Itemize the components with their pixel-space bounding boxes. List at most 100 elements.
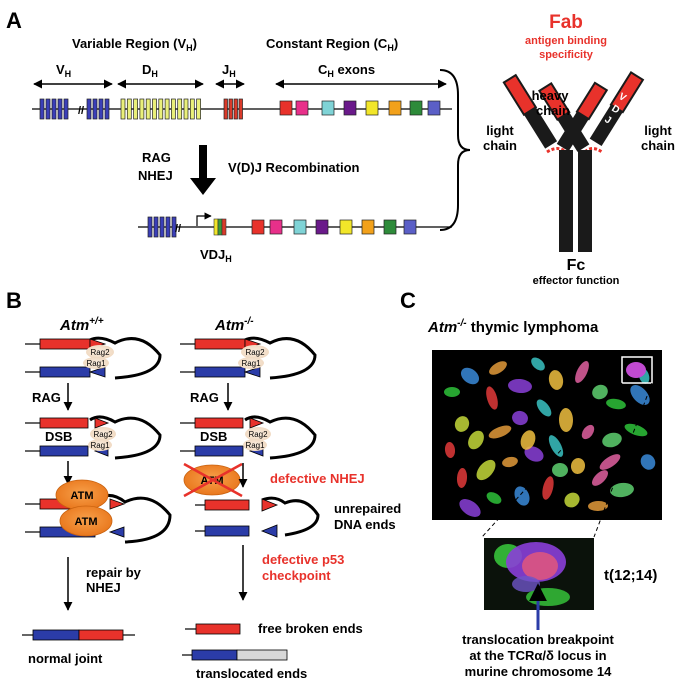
translocation-label: t(12;14) <box>604 567 657 584</box>
translocated-chromosome <box>626 362 646 378</box>
d-segment <box>183 98 189 120</box>
chromosome <box>640 454 656 470</box>
heavy-chain-label-1: heavy <box>532 88 570 103</box>
j-segment <box>223 98 228 120</box>
ch-exon <box>365 100 379 116</box>
ko-unrepaired <box>195 496 320 538</box>
chromosome <box>570 458 586 474</box>
chromosome <box>630 385 650 405</box>
chromosome <box>581 424 595 440</box>
v-segment <box>147 216 153 238</box>
ch-exon <box>343 100 357 116</box>
chromosome <box>512 410 528 426</box>
rag-label: RAG <box>142 150 171 165</box>
panel-b: B Atm+/+ Atm-/- Rag2 Rag1 RAG <box>6 288 401 681</box>
svg-text:ATM: ATM <box>70 490 93 502</box>
ko-title: Atm-/- <box>214 316 254 334</box>
repair-label-2: NHEJ <box>86 580 121 595</box>
j-segment <box>233 98 238 120</box>
panel-c: C Atm-/- thymic lymphoma t(12;14) transl… <box>400 288 662 679</box>
fc-chain-left <box>559 150 573 252</box>
d-segment <box>171 98 176 120</box>
panel-a-letter: A <box>6 8 22 33</box>
d-segment <box>189 98 195 120</box>
ch-exon <box>321 100 335 116</box>
chromosome <box>531 357 545 371</box>
ch-exon <box>295 100 309 116</box>
d-segment <box>133 98 138 120</box>
svg-text://: // <box>175 223 181 235</box>
free-broken-label: free broken ends <box>258 621 363 636</box>
breakpoint-label-1: translocation breakpoint <box>462 632 614 647</box>
chromosome <box>508 378 532 394</box>
j-segment <box>228 98 233 120</box>
chromosome <box>552 462 568 478</box>
v-segment <box>104 98 110 120</box>
fc-sub-label: effector function <box>533 275 620 287</box>
v-segment <box>86 98 92 120</box>
chromosome <box>592 470 608 486</box>
rearranged-locus: // <box>138 212 452 238</box>
dsb-label: DSB <box>45 429 72 444</box>
ch-exon <box>251 219 265 235</box>
ch-exon <box>409 100 423 116</box>
chromosome <box>588 500 608 512</box>
ko-rag-step: RAG <box>190 390 219 405</box>
svg-text:Rag2: Rag2 <box>248 430 268 439</box>
free-broken-ends <box>185 623 241 635</box>
chromosome <box>592 384 608 400</box>
panel-a: A Variable Region (VH) Constant Region (… <box>6 8 675 287</box>
d-segment <box>126 98 132 120</box>
chromosome <box>536 399 552 417</box>
antibody-v-label: V <box>616 91 628 104</box>
jh-label: JH <box>222 62 236 79</box>
antibody-diagram: Fab antigen binding specificity <box>483 12 675 287</box>
wt-rag-step: RAG <box>32 390 61 405</box>
rag2-label: Rag2 <box>90 348 110 357</box>
repair-label-1: repair by <box>86 565 142 580</box>
chromosome <box>456 468 468 488</box>
breakpoint-label-2: at the TCRα/δ locus in <box>469 648 606 663</box>
v-segment <box>98 98 104 120</box>
v-segment <box>159 216 165 238</box>
panel-c-letter: C <box>400 288 416 313</box>
chromosome <box>488 425 512 439</box>
ch-exon <box>293 219 307 235</box>
light-chain-left-label-1: light <box>486 123 514 138</box>
ch-exon <box>269 219 283 235</box>
d-segment <box>164 98 170 120</box>
karyotype-image <box>432 350 662 520</box>
v-segment <box>51 98 57 120</box>
chromosome <box>444 442 456 458</box>
svg-text:Rag1: Rag1 <box>90 441 110 450</box>
fab-label: Fab <box>549 12 583 33</box>
v-segment <box>39 98 45 120</box>
zoomed-chromosome <box>484 538 594 630</box>
ch-exon <box>361 219 375 235</box>
chromosome <box>489 361 507 375</box>
ch-exon <box>427 100 441 116</box>
d-segment <box>158 98 164 120</box>
chromosome <box>514 486 530 506</box>
ko-atm-crossed: ATM <box>183 462 243 498</box>
ko-dsb: Rag2 Rag1 DSB <box>180 415 317 460</box>
chromosome <box>476 459 496 481</box>
translocated-ends <box>182 649 288 661</box>
panel-c-title: Atm-/- thymic lymphoma <box>427 318 599 336</box>
ch-exons-label: CH exons <box>318 62 375 79</box>
heavy-chain-right <box>556 81 609 152</box>
chromosome <box>459 499 481 517</box>
chromosome <box>624 423 648 437</box>
svg-text:Rag2: Rag2 <box>245 348 265 357</box>
breakpoint-label-3: murine chromosome 14 <box>465 664 612 679</box>
d-segment <box>177 98 183 120</box>
fc-label: Fc <box>567 257 586 274</box>
light-chain-left <box>502 73 558 149</box>
panel-b-letter: B <box>6 288 22 313</box>
d-segment <box>145 98 151 120</box>
v-segment <box>171 216 177 238</box>
v-segment <box>92 98 98 120</box>
v-segment <box>57 98 63 120</box>
light-chain-left-label-2: chain <box>483 138 517 153</box>
